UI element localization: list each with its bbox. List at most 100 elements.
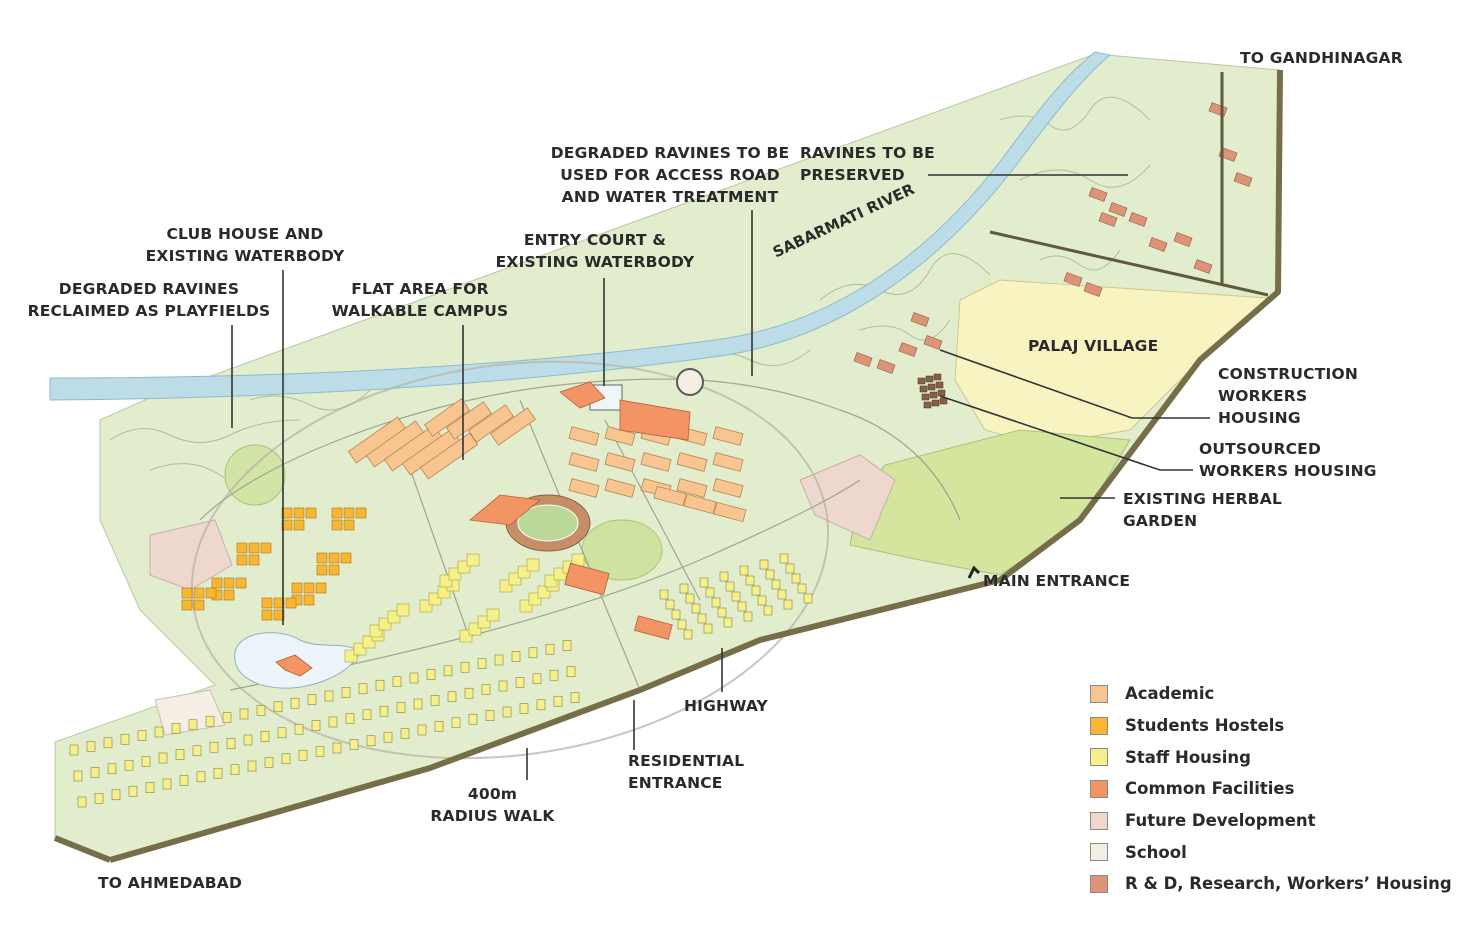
row-house [345, 713, 355, 724]
row-house [358, 683, 368, 695]
row-house [779, 553, 789, 564]
amphitheatre [676, 368, 704, 396]
residential-row-housing [69, 553, 813, 808]
row-house [298, 749, 308, 761]
palaj-village-label: PALAJ VILLAGE [1028, 337, 1159, 355]
rnd-block [1148, 237, 1168, 252]
row-house [409, 672, 419, 684]
hostel-block [340, 552, 352, 564]
row-house [243, 734, 253, 746]
row-house [128, 785, 138, 797]
row-house [562, 640, 572, 651]
legend-item: Students Hostels [1090, 710, 1452, 742]
row-house [717, 607, 727, 618]
academic-block [568, 478, 600, 498]
radius-walk-circle [190, 360, 830, 760]
row-house [723, 617, 733, 628]
row-house [145, 782, 155, 793]
legend-item: Staff Housing [1090, 741, 1452, 773]
hostel-block [181, 587, 193, 599]
legend-item: Common Facilities [1090, 773, 1452, 805]
hostel-block [211, 577, 223, 589]
row-house [515, 677, 525, 688]
legend-label: R & D, Research, Workers’ Housing [1125, 874, 1452, 894]
row-house [94, 793, 104, 804]
academic-block [445, 401, 493, 440]
rnd-block [1083, 282, 1103, 297]
row-house [226, 738, 236, 749]
row-house [179, 775, 189, 786]
hostel-block [331, 507, 343, 519]
legend-swatch [1090, 811, 1108, 830]
row-house [307, 694, 317, 705]
worker-unit [939, 397, 948, 405]
hostel-block [248, 542, 260, 554]
row-house [230, 764, 240, 775]
row-house [239, 708, 249, 720]
legend-item: Future Development [1090, 805, 1452, 837]
hostel-block [193, 587, 205, 599]
hostel-block [331, 519, 343, 531]
hostel-block [205, 587, 217, 599]
row-house [375, 679, 385, 691]
row-house [532, 673, 542, 685]
hostel-block [273, 609, 285, 621]
degraded-ravines-access-label: DEGRADED RAVINES TO BE USED FOR ACCESS R… [550, 144, 790, 206]
row-house [90, 767, 100, 778]
row-house [175, 749, 185, 760]
hostel-block [260, 542, 272, 554]
hostel-block [236, 542, 248, 554]
row-house [264, 757, 274, 768]
row-house [281, 753, 291, 765]
row-house [705, 587, 715, 598]
hostel-block [303, 594, 315, 606]
row-house [785, 563, 795, 574]
row-house [158, 752, 168, 764]
row-house [366, 735, 376, 747]
legend-label: Academic [1125, 684, 1215, 704]
row-house [73, 770, 83, 782]
outsourced-workers-housing [917, 373, 948, 409]
hostel-block [316, 564, 328, 576]
rnd-block [1098, 212, 1118, 227]
rnd-block [1088, 187, 1108, 202]
residential-entrance-label: RESIDENTIAL ENTRANCE [628, 752, 745, 792]
row-house [273, 701, 283, 713]
row-house [737, 601, 747, 612]
academic-block [712, 452, 744, 472]
row-house [494, 654, 504, 666]
worker-unit [925, 375, 934, 383]
worker-unit [937, 389, 946, 397]
row-house [553, 695, 563, 707]
row-house [349, 739, 359, 750]
hostel-block [281, 507, 293, 519]
staff-block [466, 553, 480, 567]
row-house [124, 759, 134, 771]
row-house [256, 705, 266, 716]
row-house [683, 629, 693, 640]
hostel-block [343, 507, 355, 519]
academic-block [713, 501, 747, 523]
row-house [362, 709, 372, 721]
legend-label: Students Hostels [1125, 716, 1285, 736]
row-house [290, 697, 300, 709]
row-house [677, 619, 687, 630]
row-house [763, 605, 773, 616]
hostel-block [293, 519, 305, 531]
internal-walls [989, 72, 1269, 297]
rnd-block [853, 352, 873, 367]
academic-block [653, 485, 687, 507]
hostel-block [355, 507, 367, 519]
row-house [699, 577, 709, 588]
future-development-west [149, 519, 233, 591]
row-house [430, 695, 440, 706]
row-house [719, 571, 729, 582]
row-house [671, 609, 681, 620]
hostel-block [316, 552, 328, 564]
rnd-block [1128, 212, 1148, 227]
row-house [162, 778, 172, 790]
legend-swatch [1090, 716, 1108, 735]
row-house [659, 589, 669, 600]
academic-block [683, 493, 717, 515]
